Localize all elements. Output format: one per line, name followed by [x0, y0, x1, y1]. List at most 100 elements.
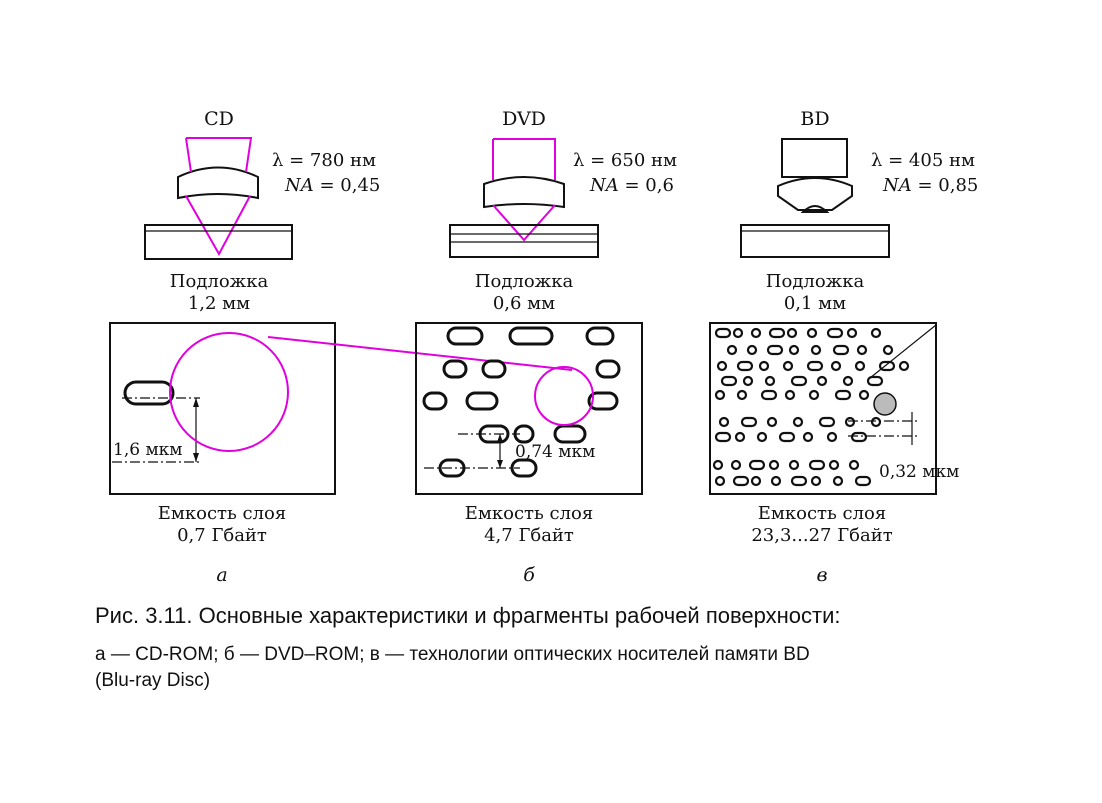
- bd-capacity-label: Емкость слоя: [758, 503, 887, 524]
- cd-laser-spot: [169, 332, 289, 452]
- cd-letter: а: [216, 564, 227, 586]
- bd-pit: [732, 327, 744, 339]
- cd-substrate-value: 1,2 мм: [188, 293, 250, 314]
- bd-pit: [870, 416, 882, 428]
- bd-pit: [850, 431, 868, 443]
- cd-capacity-value: 0,7 Гбайт: [177, 525, 267, 546]
- panel-cd: CD λ = 780 нм NA = 0,45 Подложка 1,2 мм …: [109, 108, 380, 586]
- bd-title: BD: [800, 108, 829, 130]
- bd-pit: [882, 344, 894, 356]
- bd-pit: [842, 375, 854, 387]
- bd-pit: [718, 416, 730, 428]
- dvd-laser-spot: [534, 366, 594, 426]
- dvd-letter: б: [523, 564, 535, 586]
- bd-pit: [788, 459, 800, 471]
- bd-pit: [856, 344, 868, 356]
- bd-pit: [898, 360, 910, 372]
- bd-pit: [806, 360, 824, 372]
- bd-pit: [792, 416, 804, 428]
- bd-pit: [844, 416, 856, 428]
- bd-pit: [764, 375, 776, 387]
- bd-na: NA = 0,85: [882, 175, 978, 196]
- bd-pit: [766, 344, 784, 356]
- bd-na-value: = 0,85: [912, 175, 979, 196]
- bd-wavelength: λ = 405 нм: [871, 150, 975, 171]
- bd-pit: [816, 375, 828, 387]
- caption-line-1: Рис. 3.11. Основные характеристики и фра…: [95, 603, 841, 628]
- bd-pit: [830, 360, 842, 372]
- bd-pit-dimension: 0,32 мкм: [879, 462, 959, 482]
- dvd-objective-lens: [483, 176, 565, 209]
- bd-spot-leader-line: [869, 324, 937, 379]
- cd-objective-lens: [177, 166, 259, 200]
- bd-pit: [806, 327, 818, 339]
- bd-pit: [832, 475, 844, 487]
- bd-pit: [808, 389, 820, 401]
- cd-surface-fragment: [109, 322, 336, 495]
- bd-pit: [878, 360, 896, 372]
- cd-na-value: = 0,45: [314, 175, 381, 196]
- bd-pit: [758, 360, 770, 372]
- bd-pit: [748, 459, 766, 471]
- bd-pit: [750, 475, 762, 487]
- dvd-pit-dimension: 0,74 мкм: [515, 442, 595, 462]
- bd-pit: [768, 327, 786, 339]
- bd-pit: [714, 431, 732, 443]
- bd-pit: [768, 459, 780, 471]
- bd-pit: [810, 475, 822, 487]
- bd-objective-lens: [777, 177, 853, 211]
- bd-letter: в: [816, 564, 827, 586]
- bd-pit: [784, 389, 796, 401]
- dvd-dim-arrows: [497, 434, 503, 468]
- bd-pit: [756, 431, 768, 443]
- bd-pit: [714, 475, 726, 487]
- bd-pit: [726, 344, 738, 356]
- bd-pit: [790, 475, 808, 487]
- bd-lens-barrel: [781, 138, 848, 178]
- cd-wavelength: λ = 780 нм: [272, 150, 376, 171]
- cd-title: CD: [204, 108, 234, 130]
- cd-na: NA = 0,45: [284, 175, 380, 196]
- bd-pit: [720, 375, 738, 387]
- cd-na-symbol: NA: [284, 175, 314, 196]
- dvd-na: NA = 0,6: [589, 175, 674, 196]
- bd-pit: [854, 360, 866, 372]
- bd-laser-spot: [873, 392, 897, 416]
- dvd-beam-focus: [492, 204, 556, 242]
- figure-caption: Рис. 3.11. Основные характеристики и фра…: [95, 603, 841, 691]
- bd-pit: [742, 375, 754, 387]
- bd-pit: [818, 416, 836, 428]
- bd-front-lens: [800, 205, 830, 213]
- cd-beam-input: [185, 137, 253, 173]
- bd-pit: [854, 475, 872, 487]
- bd-pit: [810, 344, 822, 356]
- bd-pit: [766, 416, 778, 428]
- bd-pit: [846, 327, 858, 339]
- bd-pit: [712, 459, 724, 471]
- bd-pit: [826, 431, 838, 443]
- bd-pit: [782, 360, 794, 372]
- cd-pit-dimension: 1,6 мкм: [113, 440, 183, 460]
- cd-pit: [123, 380, 175, 406]
- bd-pit: [788, 344, 800, 356]
- dvd-substrate-value: 0,6 мм: [493, 293, 555, 314]
- bd-pit: [778, 431, 796, 443]
- spot-comparison-line-top: [267, 336, 573, 371]
- caption-line-2: а — CD-ROM; б — DVD–ROM; в — технологии …: [95, 644, 810, 665]
- dvd-surface-fragment: [415, 322, 643, 495]
- bd-pit: [832, 344, 850, 356]
- dvd-substrate-label: Подложка: [475, 271, 574, 292]
- cd-substrate: [144, 224, 293, 260]
- bd-pit: [828, 459, 840, 471]
- dvd-wavelength: λ = 650 нм: [573, 150, 677, 171]
- dvd-na-value: = 0,6: [619, 175, 674, 196]
- dvd-na-symbol: NA: [589, 175, 619, 196]
- bd-pit: [714, 389, 726, 401]
- bd-pit: [746, 344, 758, 356]
- bd-pit: [866, 375, 884, 387]
- bd-pit: [736, 389, 748, 401]
- caption-line-3: (Blu-ray Disc): [95, 670, 210, 691]
- bd-pits: [712, 327, 910, 487]
- dvd-capacity-value: 4,7 Гбайт: [484, 525, 574, 546]
- bd-capacity-value: 23,3...27 Гбайт: [751, 525, 892, 546]
